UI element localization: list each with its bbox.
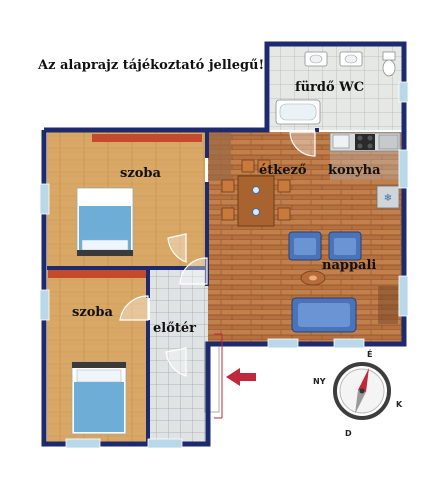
wardrobe (209, 133, 231, 181)
room-label-dining: étkező (259, 163, 307, 178)
compass-east-label: K (396, 400, 403, 409)
sofa (291, 297, 357, 333)
windows (39, 81, 409, 449)
stove-icon (355, 134, 375, 150)
room-label-bedroom-bottom: szoba (72, 305, 113, 320)
dining-chair (257, 159, 271, 173)
tv-cabinet (378, 286, 398, 324)
dining-chair (277, 179, 291, 193)
shelf (92, 134, 202, 142)
svg-text:❄: ❄ (384, 193, 392, 204)
kitchen-sink-icon (332, 134, 350, 149)
dining-chair (241, 159, 255, 173)
compass-icon (333, 362, 391, 420)
bed-top (76, 187, 134, 256)
plate-icon (252, 186, 260, 194)
dining-chair (221, 179, 235, 193)
disclaimer-text: Az alaprajz tájékoztató jellegű! (38, 58, 265, 73)
compass-south-label: D (345, 429, 352, 438)
fridge-icon (376, 185, 400, 209)
room-label-hall: előtér (153, 321, 197, 336)
armchair (288, 231, 322, 261)
entrance-arrow-icon (226, 368, 256, 386)
door-swings (119, 131, 316, 377)
compass-north-label: É (367, 350, 373, 359)
dining-table (237, 175, 275, 227)
plate-icon (252, 208, 260, 216)
room-label-bathroom: fürdő WC (295, 80, 365, 95)
armchair (328, 231, 362, 261)
bed-bottom (71, 361, 127, 435)
room-label-kitchen: konyha (328, 163, 381, 178)
toilet-icon (382, 51, 396, 61)
room-label-living: nappali (322, 258, 377, 273)
dining-chair (221, 207, 235, 221)
shelf (48, 270, 146, 278)
compass-west-label: NY (313, 377, 326, 386)
hall-floor (150, 268, 208, 442)
dining-chair (277, 207, 291, 221)
room-label-bedroom-top: szoba (120, 166, 161, 181)
